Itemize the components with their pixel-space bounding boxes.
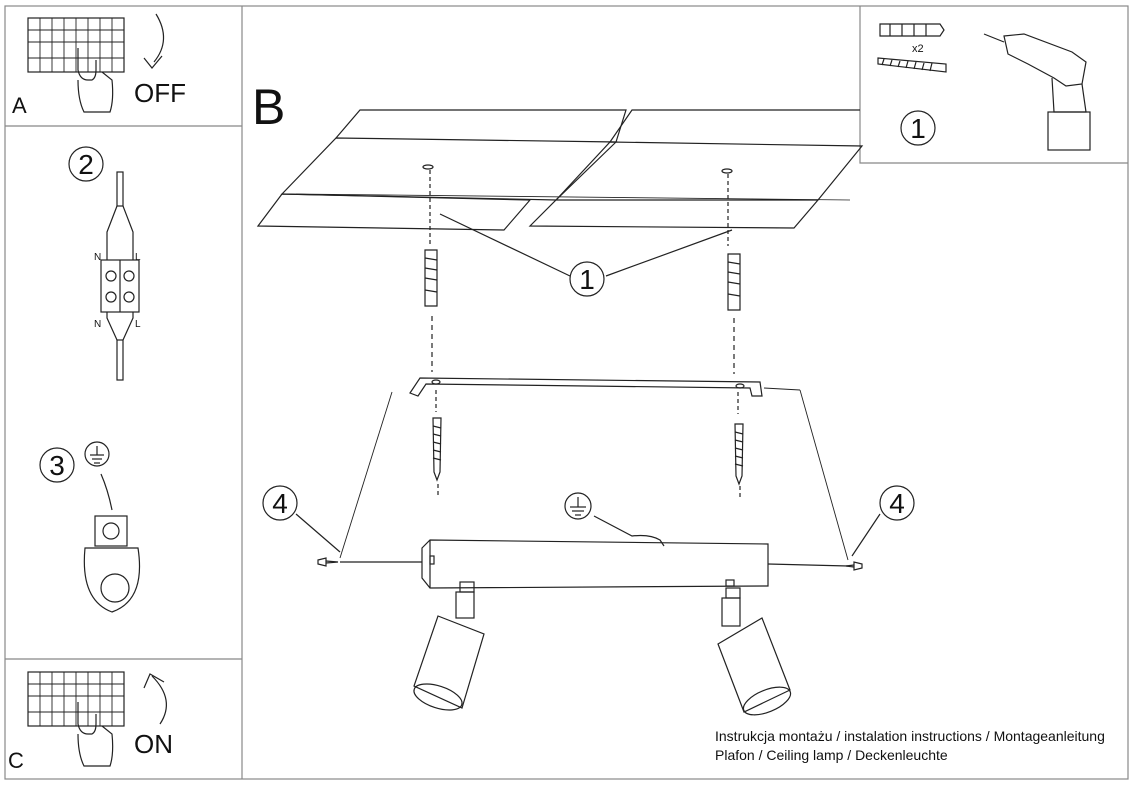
caption-line-1: Instrukcja montażu / instalation instruc… (715, 728, 1105, 744)
side-screw-right (845, 561, 863, 571)
arrow-down-head (143, 55, 163, 69)
callout-1-leader-left (439, 213, 571, 277)
arrow-up-head (143, 673, 165, 689)
outer-frame (4, 5, 1129, 780)
live-label-top: L (135, 252, 141, 263)
neutral-label-top: N (94, 252, 101, 263)
step-3-number: 3 (49, 450, 65, 481)
caption-line-2: Plafon / Ceiling lamp / Deckenleuchte (715, 747, 948, 763)
guide-line-right (799, 389, 849, 561)
step-1-number: 1 (579, 264, 595, 295)
panel-c-letter: C (8, 748, 24, 773)
lamp-base (421, 539, 769, 589)
ground-terminal-illustration (83, 515, 141, 613)
side-screw-line-right (767, 563, 849, 567)
panel-b-letter: B (252, 79, 285, 135)
neutral-label-bottom: N (94, 319, 101, 330)
ceiling-panels (256, 109, 864, 231)
spotlight-left (413, 581, 485, 711)
panel-a-letter: A (12, 93, 27, 118)
guide-line-left (339, 391, 393, 559)
step-4-number-left: 4 (272, 488, 288, 519)
ground-icon-lamp (564, 492, 592, 520)
dowel-right (727, 174, 741, 374)
step-2-number: 2 (78, 149, 94, 180)
mounting-bracket (409, 377, 763, 397)
screw-right (734, 392, 744, 500)
screw-icon (877, 57, 947, 73)
step-4-number-right: 4 (889, 488, 905, 519)
drill-icon (983, 33, 1091, 151)
side-screw-left (317, 557, 339, 567)
breaker-off-illustration (27, 17, 125, 113)
live-label-bottom: L (135, 319, 141, 330)
terminal-block-illustration (100, 171, 140, 381)
step-1-tools-badge (900, 110, 936, 146)
ground-wire (100, 473, 113, 511)
step-1-tools-number: 1 (910, 113, 926, 144)
arrow-down-icon (153, 13, 165, 63)
ground-wire-lamp (593, 515, 665, 547)
wall-plug-icon (879, 23, 945, 37)
dowel-left (424, 170, 438, 372)
on-label: ON (134, 729, 173, 759)
ground-icon (84, 441, 110, 467)
off-label: OFF (134, 78, 186, 108)
breaker-on-illustration (27, 671, 125, 767)
step-1-badge (569, 261, 605, 297)
quantity-label: x2 (912, 43, 924, 55)
step-4-badge-left (262, 485, 298, 521)
step-4-badge-right (879, 485, 915, 521)
arrow-up-icon (151, 675, 167, 725)
callout-4-leader-right (851, 513, 881, 557)
callout-1-leader-right (605, 229, 733, 277)
step-3-badge (39, 447, 75, 483)
step-2-badge (68, 146, 104, 182)
spotlight-right (717, 587, 792, 716)
screw-left (432, 390, 442, 498)
tools-panel-border (859, 6, 1128, 164)
callout-4-leader-left (295, 513, 341, 553)
